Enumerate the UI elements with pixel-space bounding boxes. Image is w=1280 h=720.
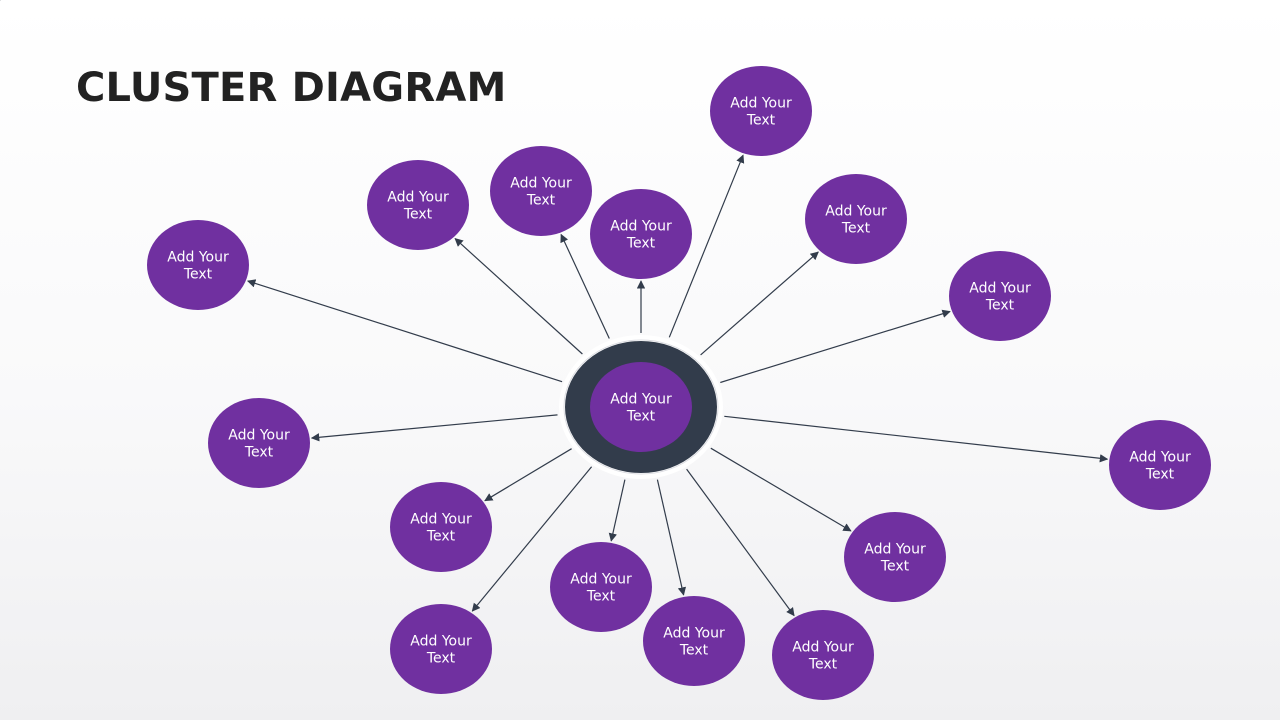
connector-arrow xyxy=(608,479,626,542)
cluster-node-circle xyxy=(643,596,745,686)
connector-arrow xyxy=(668,154,745,338)
connector-arrow xyxy=(560,233,610,339)
cluster-node-circle xyxy=(949,251,1051,341)
cluster-node-label: Text xyxy=(1145,467,1175,483)
cluster-node-label: Text xyxy=(426,651,456,667)
cluster-node-label: Text xyxy=(244,445,274,461)
cluster-node-label: Add Your xyxy=(167,250,229,266)
cluster-node-circle xyxy=(844,512,946,602)
cluster-node-label: Text xyxy=(679,643,709,659)
cluster-node-circle xyxy=(590,362,692,452)
cluster-node-label: Add Your xyxy=(610,392,672,408)
cluster-node-label: Text xyxy=(841,221,871,237)
main-topic-outline xyxy=(563,339,719,475)
cluster-node-label: Text xyxy=(808,657,838,673)
cluster-node-circle xyxy=(590,189,692,279)
connector-arrow xyxy=(310,414,558,442)
cluster-node-circle xyxy=(390,482,492,572)
cluster-node-label: Add Your xyxy=(387,190,449,206)
cluster-node-label: Text xyxy=(746,113,776,129)
cluster-node-label: Add Your xyxy=(730,96,792,112)
cluster-node-label: Text xyxy=(586,589,616,605)
cluster-node-circle xyxy=(147,220,249,310)
connector-arrow xyxy=(710,447,852,532)
cluster-node-label: Add Your xyxy=(825,204,887,220)
cluster-node-label: Add Your xyxy=(510,176,572,192)
connector-arrow xyxy=(656,479,687,596)
cluster-node-label: Add Your xyxy=(663,626,725,642)
cluster-node-circle xyxy=(550,542,652,632)
slide-title: CLUSTER DIAGRAM xyxy=(76,65,507,111)
cluster-node-label: Add Your xyxy=(570,572,632,588)
cluster-node-circle xyxy=(772,610,874,700)
cluster-node-label: Add Your xyxy=(228,428,290,444)
cluster-node-circle xyxy=(805,174,907,264)
connectors xyxy=(247,154,1109,617)
cluster-node-label: Add Your xyxy=(864,542,926,558)
cluster-node-label: Text xyxy=(985,298,1015,314)
cluster-node-label: Text xyxy=(880,559,910,575)
cluster-node-label: Text xyxy=(426,529,456,545)
cluster-node-label: Text xyxy=(626,409,656,425)
cluster-node-circle xyxy=(1109,420,1211,510)
cluster-node-label: Add Your xyxy=(610,219,672,235)
cluster-node-label: Text xyxy=(526,193,556,209)
cluster-node-label: Text xyxy=(403,207,433,223)
cluster-node-circle xyxy=(367,160,469,250)
cluster-node-label: Text xyxy=(183,267,213,283)
cluster-node-label: Add Your xyxy=(410,634,472,650)
cluster-node-circle xyxy=(390,604,492,694)
connector-arrow xyxy=(247,279,563,383)
cluster-node-label: Add Your xyxy=(969,281,1031,297)
connector-arrow xyxy=(484,448,572,502)
cluster-node-circle xyxy=(208,398,310,488)
connector-arrow xyxy=(471,466,593,612)
connector-arrow xyxy=(686,468,795,617)
cluster-node-label: Add Your xyxy=(792,640,854,656)
cluster-node-label: Text xyxy=(626,236,656,252)
cluster-node-label: Add Your xyxy=(410,512,472,528)
connector-arrow xyxy=(454,238,583,355)
cluster-node-circle xyxy=(710,66,812,156)
cluster-node-label: Add Your xyxy=(1129,450,1191,466)
connector-arrow xyxy=(724,415,1109,463)
cluster-node-circle xyxy=(490,146,592,236)
connector-arrow xyxy=(720,309,951,384)
connector-arrow xyxy=(700,251,819,356)
